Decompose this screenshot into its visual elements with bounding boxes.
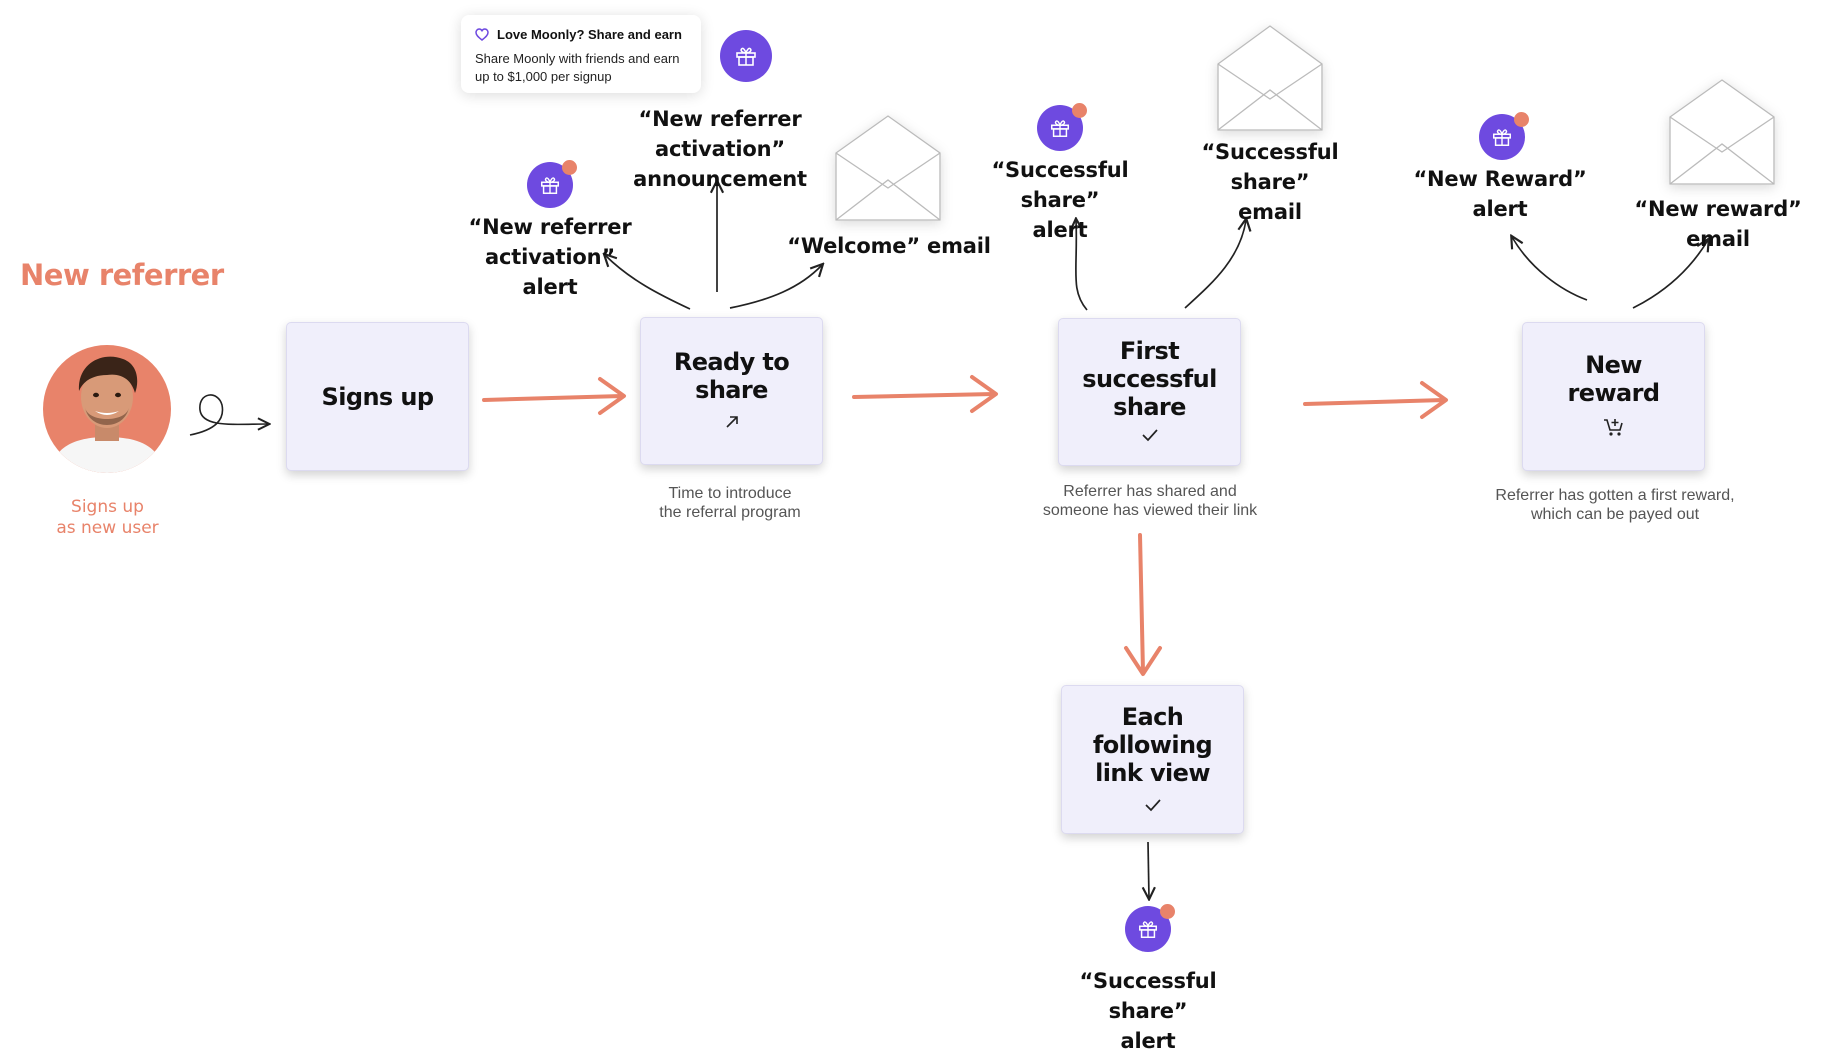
step-caption: Time to introduce the referral program: [659, 485, 801, 521]
gift-icon: [1139, 921, 1157, 938]
gift-icon-share-alert: [1037, 103, 1087, 151]
gift-icon-following-alert: [1125, 904, 1175, 952]
step-ready-to-share[interactable]: Ready to share: [640, 317, 823, 465]
step-new-reward[interactable]: New reward: [1522, 322, 1705, 471]
envelope-icon: [835, 115, 941, 221]
arrow-to-welcome-email: [729, 265, 822, 309]
notification-dot: [1514, 112, 1529, 127]
persona-caption: Signs up as new user: [56, 497, 159, 538]
gift-icon: [1051, 120, 1069, 137]
gift-icon: [1493, 129, 1511, 146]
step-label: Each following link view: [1092, 702, 1213, 787]
label-activation-alert: “New referrer activation” alert: [468, 215, 632, 299]
notification-popup[interactable]: Love Moonly? Share and earn Share Moonly…: [461, 15, 701, 93]
cart-plus-icon: [1603, 417, 1625, 442]
gift-icon-announcement: [720, 30, 772, 82]
label-activation-announcement: “New referrer activation” announcement: [633, 107, 807, 191]
step-label: Signs up: [321, 382, 434, 411]
envelope-icon: [1669, 79, 1775, 185]
arrow-to-share-alert: [1076, 220, 1088, 311]
orange-arrow-down: [1124, 533, 1162, 676]
step-label: First successful share: [1082, 337, 1217, 421]
label-following-alert: “Successful share” alert: [1079, 969, 1217, 1053]
squiggle-arrow: [189, 394, 268, 436]
arrow-to-share-email: [1184, 220, 1246, 309]
check-icon: [1144, 797, 1162, 817]
notification-text: Share Moonly with friends and earn up to…: [475, 51, 680, 84]
label-reward-alert: “New Reward” alert: [1413, 167, 1587, 221]
notification-dot: [1160, 904, 1175, 919]
label-welcome-email: “Welcome” email: [787, 234, 991, 258]
arrow-up-right-icon: [724, 414, 740, 435]
arrow-to-activation-alert: [605, 255, 691, 310]
orange-arrow-3: [1303, 381, 1448, 419]
gift-icon: [736, 47, 756, 66]
arrow-to-reward-alert: [1512, 237, 1588, 301]
step-caption: Referrer has shared and someone has view…: [1042, 483, 1258, 519]
person-icon: [51, 356, 163, 473]
notification-dot: [1072, 103, 1087, 118]
gift-icon-activation-alert: [527, 160, 577, 208]
step-caption: Referrer has gotten a first reward, whic…: [1495, 487, 1735, 523]
label-reward-email: “New reward” email: [1634, 197, 1802, 251]
step-first-share[interactable]: First successful share: [1058, 318, 1241, 466]
gift-icon-reward-alert: [1479, 112, 1529, 160]
check-icon: [1141, 427, 1159, 447]
notification-title: Love Moonly? Share and earn: [497, 27, 682, 42]
envelope-icon: [1217, 25, 1323, 131]
step-signs-up[interactable]: Signs up: [286, 322, 469, 471]
step-label: Ready to share: [673, 347, 790, 404]
heart-icon: [475, 28, 489, 41]
arrow-to-reward-email: [1632, 240, 1708, 309]
label-share-alert: “Successful share” alert: [991, 158, 1129, 242]
notification-dot: [562, 160, 577, 175]
orange-arrow-1: [482, 377, 626, 415]
orange-arrow-2: [852, 375, 998, 413]
gift-icon: [541, 177, 559, 194]
step-label: New reward: [1567, 351, 1661, 407]
step-each-following-view[interactable]: Each following link view: [1061, 685, 1244, 834]
label-share-email: “Successful share” email: [1201, 140, 1339, 224]
arrow-to-following-alert: [1148, 841, 1149, 898]
persona-heading: New referrer: [20, 258, 224, 292]
avatar: [43, 345, 171, 473]
